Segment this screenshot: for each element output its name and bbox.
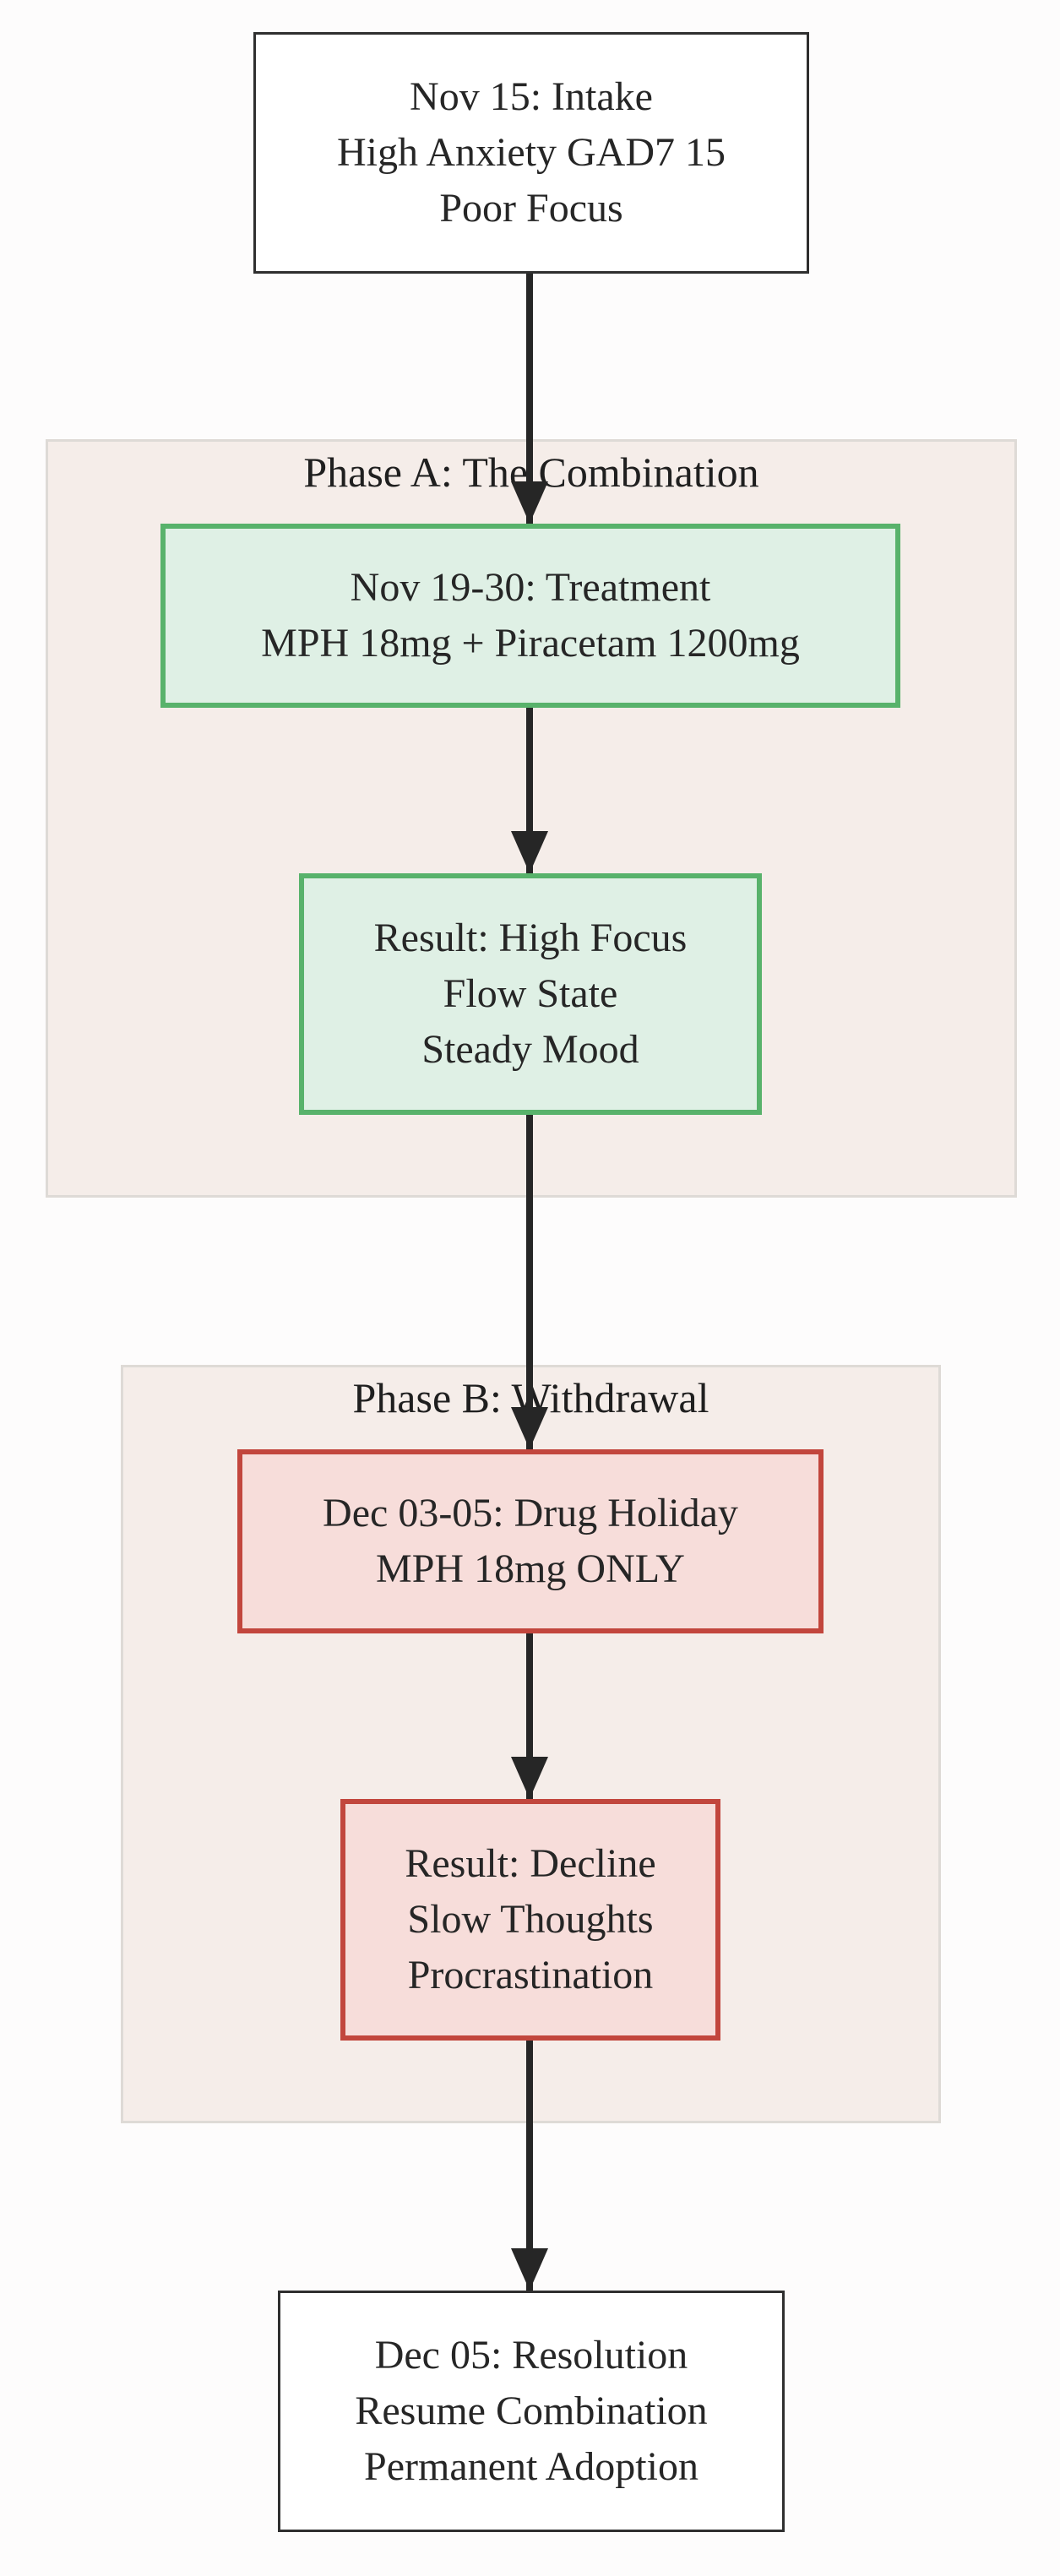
node-text-line: Procrastination (407, 1953, 654, 1997)
node-text-line: Flow State (443, 971, 618, 1016)
group-title-phase-a: Phase A: The Combination (303, 448, 759, 496)
group-title-phase-b: Phase B: Withdrawal (352, 1374, 709, 1421)
node-text-line: Steady Mood (421, 1027, 639, 1072)
node-text-line: Permanent Adoption (364, 2444, 699, 2489)
node-text-line: Poor Focus (439, 186, 623, 231)
node-text-line: Dec 03-05: Drug Holiday (323, 1491, 738, 1535)
node-text-line: Nov 15: Intake (410, 74, 653, 119)
node-text-line: Slow Thoughts (407, 1897, 654, 1942)
node-text-line: Result: High Focus (373, 916, 688, 960)
node-text-line: Nov 19-30: Treatment (350, 565, 711, 610)
node-text-line: Dec 05: Resolution (374, 2333, 688, 2378)
node-text-line: High Anxiety GAD7 15 (337, 130, 726, 175)
node-text-line: Result: Decline (405, 1841, 656, 1886)
node-text-line: Resume Combination (355, 2389, 708, 2433)
node-text-line: MPH 18mg + Piracetam 1200mg (261, 621, 800, 666)
node-text-line: MPH 18mg ONLY (376, 1546, 685, 1591)
